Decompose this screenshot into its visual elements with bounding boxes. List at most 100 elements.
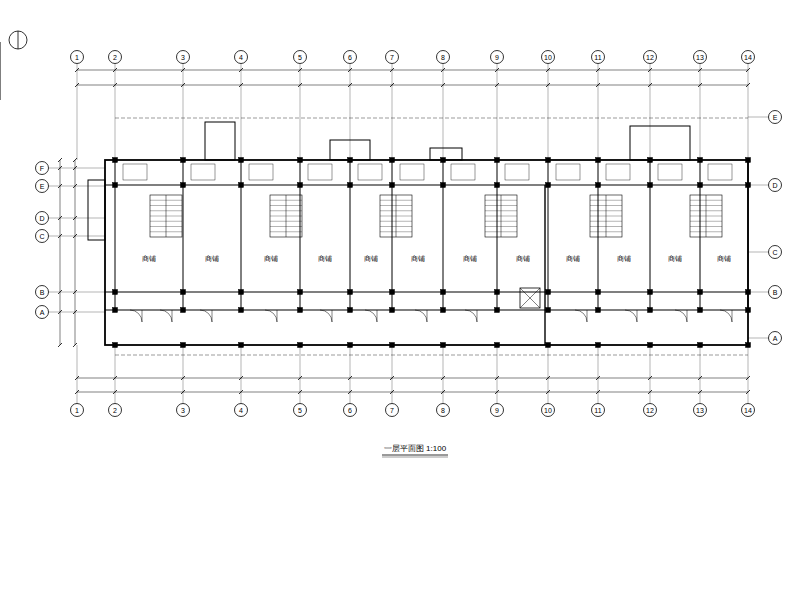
room-name: 商铺 xyxy=(264,255,278,262)
column xyxy=(113,158,118,163)
entrance-step xyxy=(88,180,105,240)
dimension-tick xyxy=(181,68,185,72)
dimension-tick xyxy=(75,68,79,72)
dimension-line xyxy=(77,392,748,393)
grid-extension xyxy=(748,185,769,186)
axis-number: D xyxy=(772,182,777,189)
dimension-tick xyxy=(596,376,600,380)
grid-extension xyxy=(748,252,769,253)
dimension-tick xyxy=(348,390,352,394)
dimension-tick xyxy=(239,376,243,380)
grid-extension xyxy=(748,338,769,339)
dimension-tick xyxy=(596,68,600,72)
stair-rail xyxy=(166,195,167,237)
dimension-tick xyxy=(546,376,550,380)
dimension-tick xyxy=(73,343,77,347)
dimension-tick xyxy=(239,83,243,87)
axis-bubble xyxy=(694,51,707,64)
column xyxy=(648,308,653,313)
column xyxy=(596,158,601,163)
toilet xyxy=(308,164,332,180)
axis-bubble xyxy=(769,246,782,259)
column xyxy=(746,343,751,348)
stair-rail xyxy=(501,195,502,237)
column xyxy=(698,308,703,313)
door-swing xyxy=(575,310,587,322)
dimension-tick xyxy=(58,216,62,220)
axis-number: 3 xyxy=(181,54,185,61)
axis-bubble xyxy=(386,51,399,64)
dimension-tick xyxy=(239,68,243,72)
column xyxy=(113,290,118,295)
axis-number: 4 xyxy=(239,407,243,414)
outer-wall xyxy=(105,160,748,345)
axis-bubble xyxy=(71,404,84,417)
axis-bubble xyxy=(36,162,49,175)
axis-bubble xyxy=(742,51,755,64)
column xyxy=(596,183,601,188)
dimension-tick xyxy=(348,83,352,87)
caption-underline xyxy=(382,457,448,458)
grid-extension xyxy=(183,345,184,404)
dimension-line xyxy=(77,70,748,71)
axis-bubble xyxy=(177,404,190,417)
dimension-tick xyxy=(441,376,445,380)
dimension-tick xyxy=(495,68,499,72)
axis-number: 5 xyxy=(298,54,302,61)
axis-bubble xyxy=(36,180,49,193)
axis-bubble xyxy=(769,179,782,192)
dimension-tick xyxy=(73,166,77,170)
axis-bubble xyxy=(235,51,248,64)
column xyxy=(239,158,244,163)
grid-extension xyxy=(548,63,549,160)
dimension-tick xyxy=(441,68,445,72)
dimension-line xyxy=(60,160,61,345)
dimension-tick xyxy=(348,376,352,380)
dimension-tick xyxy=(58,290,62,294)
grid-extension xyxy=(48,218,105,219)
column xyxy=(648,343,653,348)
column xyxy=(441,343,446,348)
column xyxy=(348,290,353,295)
axis-number: 9 xyxy=(495,54,499,61)
axis-bubble xyxy=(644,51,657,64)
axis-bubble xyxy=(769,111,782,124)
dimension-tick xyxy=(298,376,302,380)
interior-wall xyxy=(544,185,545,345)
column xyxy=(298,343,303,348)
column xyxy=(113,343,118,348)
stair-rail xyxy=(706,195,707,237)
column xyxy=(181,308,186,313)
column xyxy=(698,183,703,188)
column xyxy=(495,183,500,188)
dimension-tick xyxy=(390,83,394,87)
grid-extension xyxy=(548,345,549,404)
axis-number: D xyxy=(39,215,44,222)
axis-number: 10 xyxy=(544,407,552,414)
grid-extension xyxy=(748,345,749,404)
dimension-tick xyxy=(698,83,702,87)
column xyxy=(113,183,118,188)
grid-extension xyxy=(598,345,599,404)
roof-outline xyxy=(115,355,748,356)
dimension-tick xyxy=(181,376,185,380)
column xyxy=(648,183,653,188)
dimension-tick xyxy=(298,83,302,87)
column xyxy=(546,308,551,313)
column xyxy=(348,183,353,188)
dimension-tick xyxy=(113,68,117,72)
column xyxy=(390,183,395,188)
column xyxy=(495,343,500,348)
dimension-tick xyxy=(746,68,750,72)
axis-bubble xyxy=(644,404,657,417)
column xyxy=(698,343,703,348)
dimension-tick xyxy=(58,158,62,162)
dimension-tick xyxy=(441,83,445,87)
axis-number: 11 xyxy=(594,54,601,61)
dimension-tick xyxy=(746,390,750,394)
door-swing xyxy=(415,310,427,322)
dimension-tick xyxy=(546,83,550,87)
grid-extension xyxy=(77,63,78,160)
stair xyxy=(270,195,302,237)
door-swing xyxy=(130,310,142,322)
